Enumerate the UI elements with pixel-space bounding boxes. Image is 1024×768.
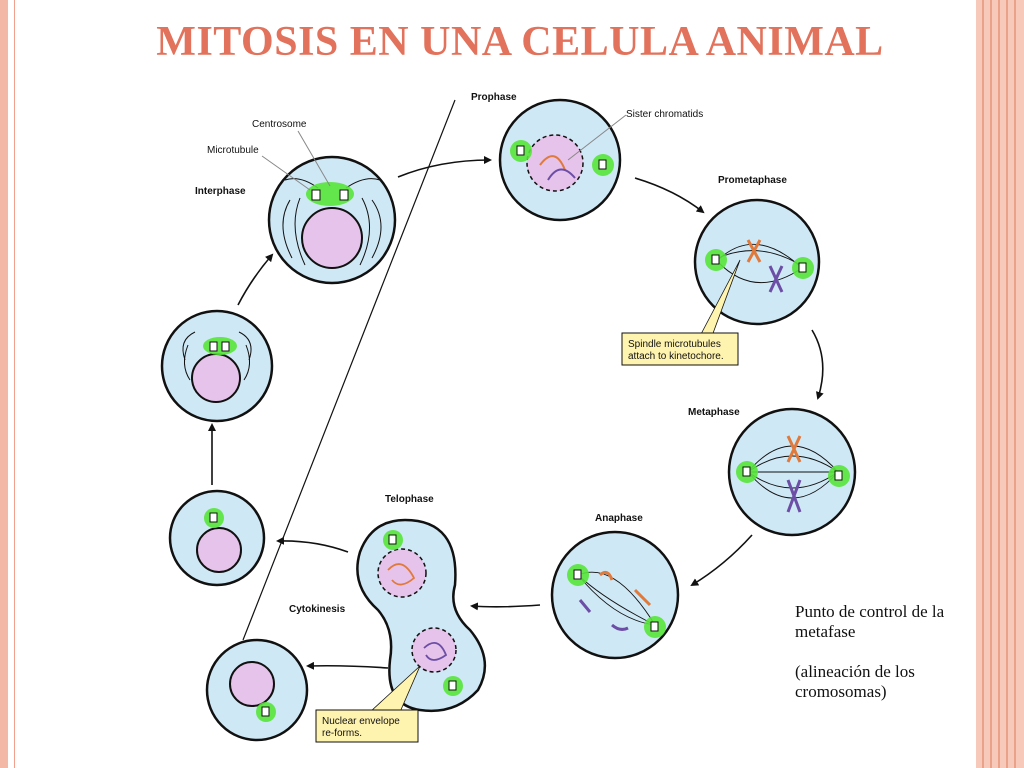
arrow-early-interphase-to-interphase [237,253,274,306]
prometaphase-label: Prometaphase [718,175,787,186]
metaphase-checkpoint-note: Punto de control de la metafase (alineac… [795,602,965,702]
microtubule-label: Microtubule [207,145,259,156]
spindle-note-line2: attach to kinetochore. [628,351,724,362]
arrow-interphase-to-prophase [397,156,492,178]
prophase-label: Prophase [471,92,517,103]
arrow-metaphase-to-anaphase [690,534,753,587]
early-interphase-cell [160,309,274,423]
interphase-cell [267,155,397,285]
metaphase-label: Metaphase [688,407,740,418]
daughter-cell-upper [168,489,266,587]
telophase-label: Telophase [385,494,434,505]
checkpoint-line1: Punto de control de la metafase [795,602,945,641]
spindle-note-line1: Spindle microtubules [628,339,721,350]
envelope-note-box [315,709,419,743]
mitosis-diagram: Centrosome Microtubule Interphase Propha… [160,92,857,743]
arrow-anaphase-to-telophase [470,602,541,611]
slide-frame-right [976,0,1024,768]
arrow-prometaphase-to-metaphase [811,329,824,400]
anaphase-label: Anaphase [595,513,643,524]
centrosome-label: Centrosome [252,119,307,130]
arrow-cytokinesis-to-daughter [306,661,389,670]
envelope-note-line2: re-forms. [322,728,362,739]
phase-divider-line [242,99,456,641]
cycle-arrows [208,156,824,670]
anaphase-cell [550,530,680,660]
daughter-cell-lower [205,638,309,742]
prometaphase-cell [693,198,821,326]
interphase-label: Interphase [195,186,246,197]
telophase-cell [356,518,487,712]
slide-frame-left-line [14,0,15,768]
arrow-prophase-to-prometaphase [634,177,705,214]
slide-title: MITOSIS EN UNA CELULA ANIMAL [156,19,884,65]
metaphase-cell [727,407,857,537]
sister-chromatids-label: Sister chromatids [626,109,703,120]
cytokinesis-label: Cytokinesis [289,604,346,615]
slide-frame-left [0,0,8,768]
checkpoint-line2: (alineación de los cromosomas) [795,662,915,701]
prophase-cell [498,98,622,222]
envelope-note-line1: Nuclear envelope [322,716,400,727]
arrow-telophase-to-daughter [276,536,349,553]
spindle-note-box [621,332,739,366]
